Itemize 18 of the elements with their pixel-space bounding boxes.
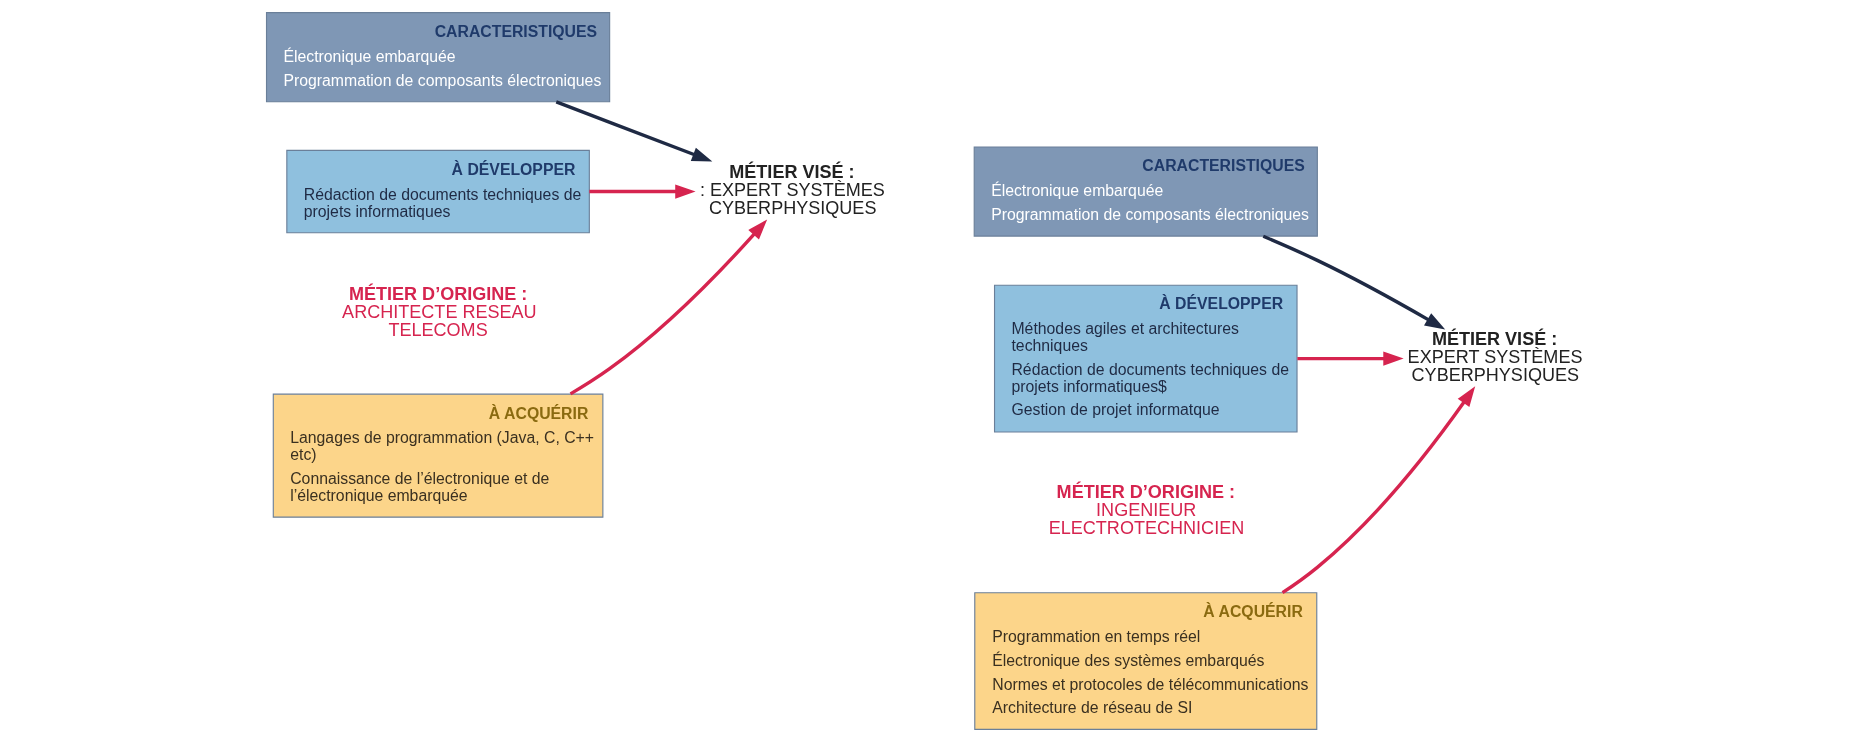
arrow: [555, 100, 712, 162]
arrow: [569, 219, 767, 396]
arrow: [1281, 386, 1475, 595]
node-box: À DÉVELOPPER Méthodes agiles et architectures techniques Rédaction de documents techniques de projets informatiques$ Gestion de projet informatque: [993, 284, 1298, 433]
arrow: [1296, 351, 1404, 366]
node-box: À ACQUÉRIR Programmation en temps réel Électronique des systèmes embarqués Normes et protocoles de télécommunications Architecture de réseau de SI: [973, 592, 1317, 730]
node-box: CARACTERISTIQUES Électronique embarquée Programmation de composants électroniques: [973, 146, 1318, 237]
node-box: À ACQUÉRIR Langages de programmation (Java, C, C++ etc) Connaissance de l’électronique et de l’électronique embarquée: [272, 393, 603, 518]
node-box: CARACTERISTIQUES Électronique embarquée Programmation de composants électroniques: [265, 12, 610, 103]
node-box: À DÉVELOPPER Rédaction de documents techniques de projets informatiques: [285, 149, 590, 234]
arrow: [588, 184, 696, 199]
label: ARCHITECTE RESEAU TELECOMS: [341, 301, 537, 340]
arrow: [1262, 234, 1445, 330]
node-text: MÉTIER VISÉ : : EXPERT SYSTÈMES CYBERPHYSIQUES: [699, 161, 885, 218]
label: MÉTIER D’ORIGINE :: [1056, 482, 1235, 503]
node-text: MÉTIER VISÉ : EXPERT SYSTÈMES CYBERPHYSIQUES: [1407, 328, 1582, 385]
label: MÉTIER D’ORIGINE :: [348, 283, 527, 304]
label: INGENIEUR ELECTROTECHNICIEN: [1048, 500, 1244, 539]
